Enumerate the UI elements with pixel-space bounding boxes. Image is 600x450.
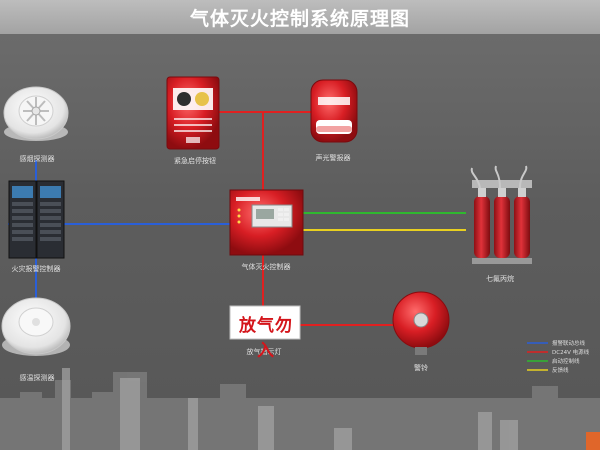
- legend-power: DC24V 电源线: [552, 350, 590, 356]
- gas-controller-icon: [229, 189, 304, 256]
- label-sound-light-alarm: 声光警报器: [315, 154, 351, 162]
- legend-swatches: [527, 342, 548, 371]
- discharge-sign-text: 放气勿入: [239, 316, 293, 361]
- label-discharge-light: 放气指示灯: [246, 348, 282, 356]
- label-gas-controller: 气体灭火控制器: [241, 263, 291, 271]
- diagram-title: 气体灭火控制系统原理图: [189, 8, 410, 30]
- label-fire-alarm-controller: 火灾报警控制器: [11, 265, 61, 273]
- legend-feedback: 反馈线: [552, 368, 569, 374]
- fire-alarm-controller-icon: [8, 180, 65, 259]
- label-alarm-bell: 警铃: [414, 364, 428, 372]
- cylinder-bank-icon: [470, 165, 532, 264]
- sound-light-alarm-icon: [310, 79, 358, 143]
- legend-start: 启动控制线: [552, 359, 580, 365]
- label-smoke-detector: 感烟探测器: [19, 155, 55, 163]
- alarm-bell-icon: [392, 291, 450, 355]
- title-banner: [0, 0, 600, 34]
- label-cylinders: 七氟丙烷: [486, 275, 514, 283]
- smoke-detector-icon: [3, 86, 69, 141]
- discharge-indicator-icon: [229, 305, 301, 340]
- legend-bus: 报警联动总线: [552, 341, 586, 347]
- label-heat-detector: 感温探测器: [19, 374, 55, 382]
- corner-badge: [586, 432, 600, 450]
- emergency-button-icon: [166, 76, 220, 150]
- label-emergency-button: 紧急启停按钮: [174, 157, 216, 165]
- heat-detector-icon: [1, 297, 71, 356]
